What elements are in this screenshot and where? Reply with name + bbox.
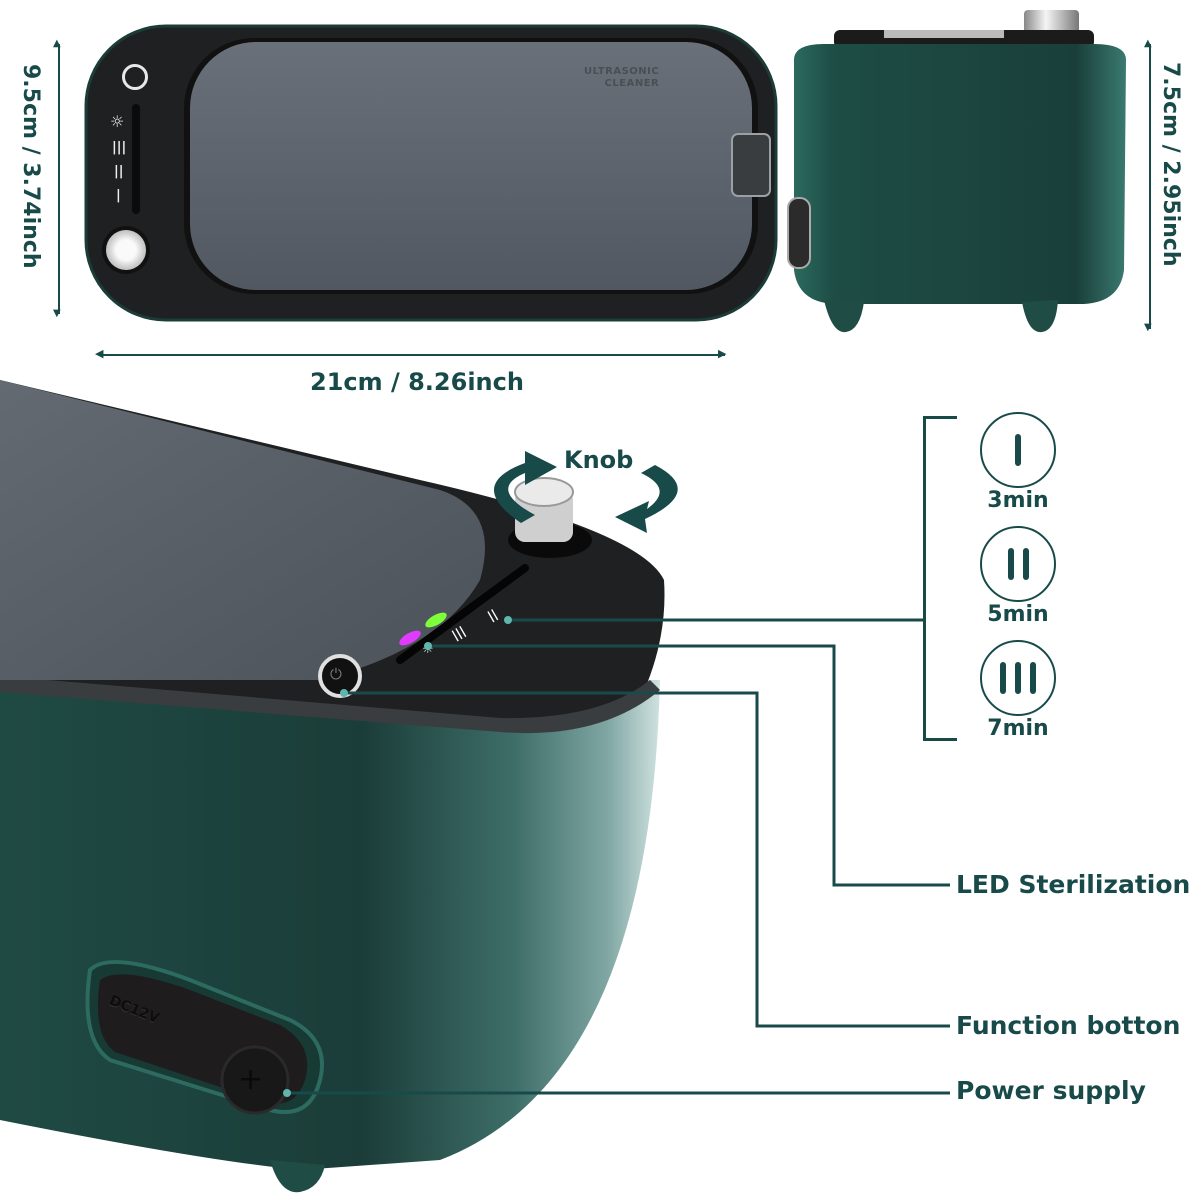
rotate-arrows-icon [465, 445, 700, 535]
arrow-left-icon: ◀ [95, 347, 104, 360]
power-icon[interactable] [122, 64, 148, 90]
arrow-down-icon: ▼ [53, 308, 61, 319]
mode-bracket-top [923, 416, 957, 419]
callout-power-supply: Power supply [956, 1076, 1146, 1105]
mode-label: 3min [987, 488, 1049, 513]
top-view-device: ULTRASONIC CLEANER ☼ ||| || | [84, 24, 778, 324]
mode-label: 7min [987, 716, 1049, 741]
width-label: 21cm / 8.26inch [310, 368, 524, 396]
sterilization-icon: ☼ [110, 112, 125, 131]
knob-label: Knob [564, 446, 634, 474]
callout-led-sterilization: LED Sterilization [956, 870, 1191, 899]
mode-bracket-vertical [923, 416, 926, 740]
mode-3-icon [980, 640, 1056, 716]
power-port-plus-icon[interactable]: + [238, 1062, 264, 1097]
arrow-up-icon: ▲ [53, 38, 61, 49]
width-dimension-line [100, 354, 725, 356]
callout-function-button: Function botton [956, 1011, 1181, 1040]
knob-icon[interactable] [106, 230, 146, 270]
arrow-down-icon: ▼ [1144, 322, 1152, 333]
mode-label: 5min [987, 602, 1049, 627]
level-2-icon: || [114, 164, 124, 179]
level-1-icon: | [116, 188, 121, 203]
height-dimension-line-left [58, 44, 60, 314]
level-slot [132, 104, 140, 214]
lid-label: ULTRASONIC CLEANER [584, 66, 660, 89]
height-label-right: 7.5cm / 2.95inch [1158, 62, 1183, 267]
height-dimension-line-right [1149, 44, 1151, 329]
mode-2-icon [980, 526, 1056, 602]
mode-1-icon [980, 412, 1056, 488]
mode-item-7min: 7min [978, 640, 1058, 741]
height-label-left: 9.5cm / 3.74inch [18, 64, 43, 269]
level-3-icon: ||| [112, 140, 127, 155]
mode-bracket-bottom [923, 738, 957, 741]
power-button-icon[interactable]: ⏻ [330, 665, 342, 683]
arrow-up-icon: ▲ [1144, 38, 1152, 49]
mode-item-3min: 3min [978, 412, 1058, 513]
side-view-device [784, 0, 1134, 340]
mode-item-5min: 5min [978, 526, 1058, 627]
main-device-view: DC12V + || ||| ☼ ⏻ [0, 380, 700, 1200]
arrow-right-icon: ▶ [718, 347, 727, 360]
